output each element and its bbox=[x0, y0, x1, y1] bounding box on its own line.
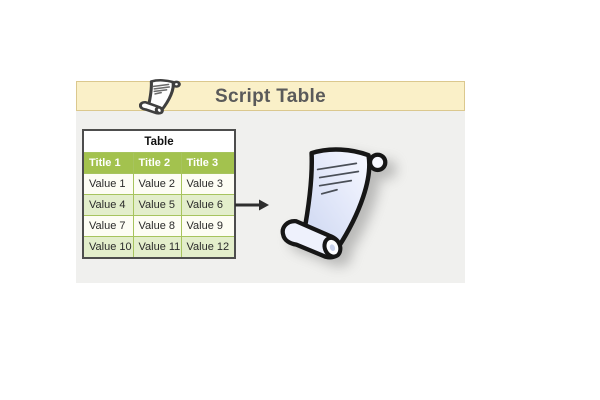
table-cell: Value 4 bbox=[82, 194, 134, 216]
table-row: Value 4 Value 5 Value 6 bbox=[82, 194, 236, 216]
table-cell: Value 2 bbox=[132, 173, 182, 195]
scroll-icon bbox=[139, 79, 181, 115]
table-caption: Table bbox=[83, 130, 236, 153]
column-header: Title 1 bbox=[82, 152, 134, 174]
column-header: Title 2 bbox=[132, 152, 182, 174]
script-scroll-illustration bbox=[280, 147, 388, 260]
table-cell: Value 7 bbox=[82, 215, 134, 237]
table-cell: Value 12 bbox=[180, 236, 236, 259]
table-cell: Value 6 bbox=[180, 194, 236, 216]
table-row: Value 7 Value 8 Value 9 bbox=[82, 215, 236, 237]
script-table: Table Title 1 Title 2 Title 3 Value 1 Va… bbox=[82, 129, 237, 259]
table-header-row: Title 1 Title 2 Title 3 bbox=[82, 152, 236, 174]
table-cell: Value 1 bbox=[82, 173, 134, 195]
table-row: Value 10 Value 11 Value 12 bbox=[82, 236, 236, 259]
table-row: Value 1 Value 2 Value 3 bbox=[82, 173, 236, 195]
table-cell: Value 10 bbox=[82, 236, 134, 259]
table-caption-row: Table bbox=[83, 130, 236, 153]
table-cell: Value 3 bbox=[180, 173, 236, 195]
table-cell: Value 5 bbox=[132, 194, 182, 216]
column-header: Title 3 bbox=[180, 152, 236, 174]
table-cell: Value 9 bbox=[180, 215, 236, 237]
page-title: Script Table bbox=[215, 86, 326, 107]
right-arrow-icon bbox=[235, 199, 269, 211]
table-cell: Value 8 bbox=[132, 215, 182, 237]
title-bar: Script Table bbox=[76, 81, 465, 111]
table-cell: Value 11 bbox=[132, 236, 182, 259]
